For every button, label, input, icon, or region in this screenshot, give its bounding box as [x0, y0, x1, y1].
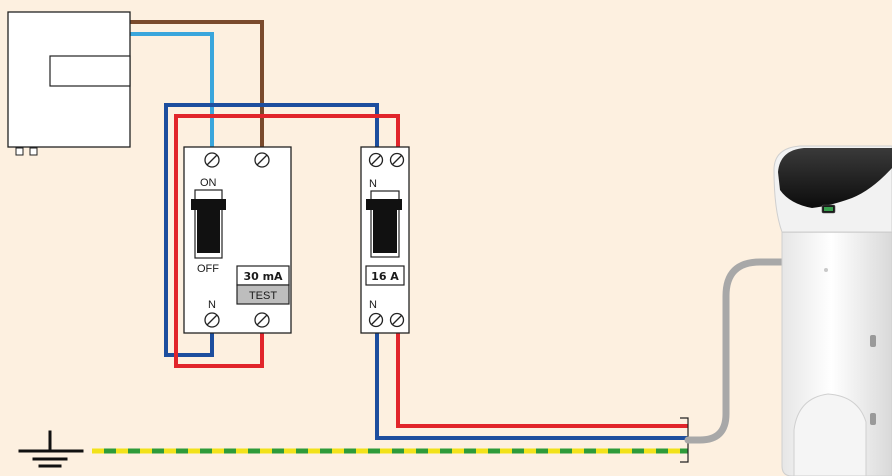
meter-terminal [15, 147, 24, 156]
screw-terminal-icon [204, 152, 220, 168]
live-wire-to-heater [396, 330, 688, 428]
rcd-rating: 30 mA [243, 270, 283, 283]
meter-terminal [29, 147, 38, 156]
heater-logo [824, 268, 828, 272]
screw-terminal-icon [254, 312, 270, 328]
rcd-toggle-handle [191, 199, 226, 210]
mcb-rating-box [365, 265, 405, 286]
rcd-off-label: OFF [197, 263, 219, 275]
meter-live-wire [130, 20, 264, 148]
screw-terminal-icon [254, 152, 270, 168]
rcd-breaker: ON OFF 30 mA TEST N [183, 146, 292, 334]
heater-control-panel [778, 148, 892, 208]
rcd-neutral-label: N [208, 299, 216, 311]
screw-terminal-icon [389, 312, 405, 328]
screw-terminal-icon [389, 152, 405, 168]
rcd-test-label: TEST [249, 290, 277, 302]
heater-fitting [870, 335, 876, 347]
rcd-test-button [236, 284, 290, 305]
heater-bottom-panel [793, 393, 867, 476]
screw-terminal-icon [368, 312, 384, 328]
neutral-wire-rcd-to-mcb [164, 103, 379, 357]
earth-ground-icon [18, 430, 84, 468]
rcd-on-label: ON [200, 177, 217, 189]
live-wire-rcd-to-mcb [174, 114, 400, 368]
neutral-wire-to-heater [375, 330, 688, 440]
heater-cable [684, 258, 786, 444]
electric-meter [7, 11, 131, 156]
mcb-neutral-bottom-label: N [369, 299, 377, 311]
mcb-neutral-top-label: N [369, 178, 377, 190]
mcb-breaker: N 16 A N [360, 146, 410, 334]
heater-fitting [870, 413, 876, 425]
meter-display [49, 55, 131, 87]
mcb-toggle-handle [366, 199, 402, 210]
meter-neutral-wire [130, 32, 214, 148]
screw-terminal-icon [204, 312, 220, 328]
screw-terminal-icon [368, 152, 384, 168]
heat-pump-water-heater [684, 145, 892, 476]
mcb-rating: 16 A [371, 270, 399, 283]
